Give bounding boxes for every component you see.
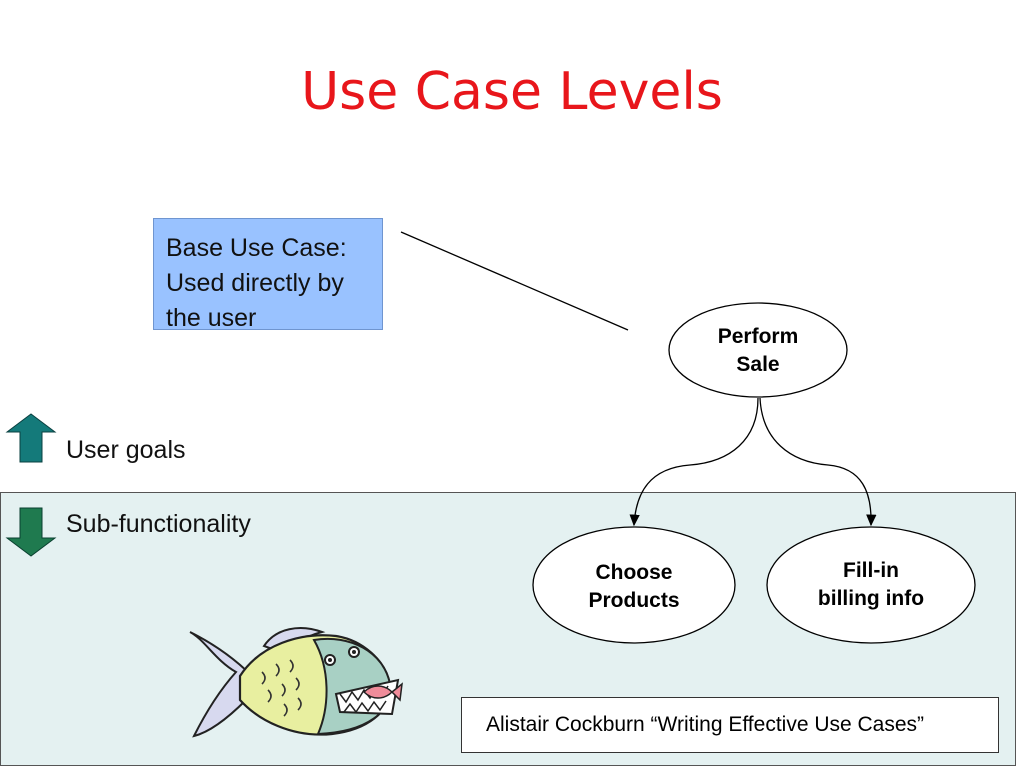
callout-pointer-line — [400, 231, 629, 331]
arrow-up-icon — [5, 413, 57, 463]
arrow-down-icon — [5, 507, 57, 557]
fill-in-billing-node — [766, 526, 976, 644]
choose-products-label-line-2: Products — [588, 589, 680, 612]
callout-line-2: Used directly by — [166, 269, 344, 297]
fill-in-billing-label-line-1: Fill-in — [843, 559, 899, 582]
piranha-fish-icon — [189, 627, 403, 738]
choose-products-label: Choose Products — [544, 559, 724, 615]
perform-sale-label-line-2: Sale — [736, 353, 780, 376]
base-use-case-callout: Base Use Case: Used directly by the user — [153, 218, 383, 332]
include-arrow-fill-in-billing — [759, 397, 877, 527]
fill-in-billing-label-line-2: billing info — [817, 587, 925, 610]
sub-functionality-label: Sub-functionality — [66, 510, 251, 538]
callout-line-3: the user — [166, 304, 257, 332]
citation-box: Alistair Cockburn “Writing Effective Use… — [461, 697, 999, 753]
fill-in-billing-label: Fill-in billing info — [781, 557, 961, 613]
choose-products-label-line-1: Choose — [595, 561, 673, 584]
user-goals-label: User goals — [66, 436, 186, 464]
perform-sale-label: Perform Sale — [678, 323, 838, 379]
perform-sale-label-line-1: Perform — [717, 325, 799, 348]
callout-line-1: Base Use Case: — [166, 234, 347, 262]
include-arrow-choose-products — [629, 397, 759, 527]
slide-title: Use Case Levels — [301, 62, 723, 122]
perform-sale-node — [668, 302, 848, 398]
choose-products-node — [532, 526, 736, 644]
